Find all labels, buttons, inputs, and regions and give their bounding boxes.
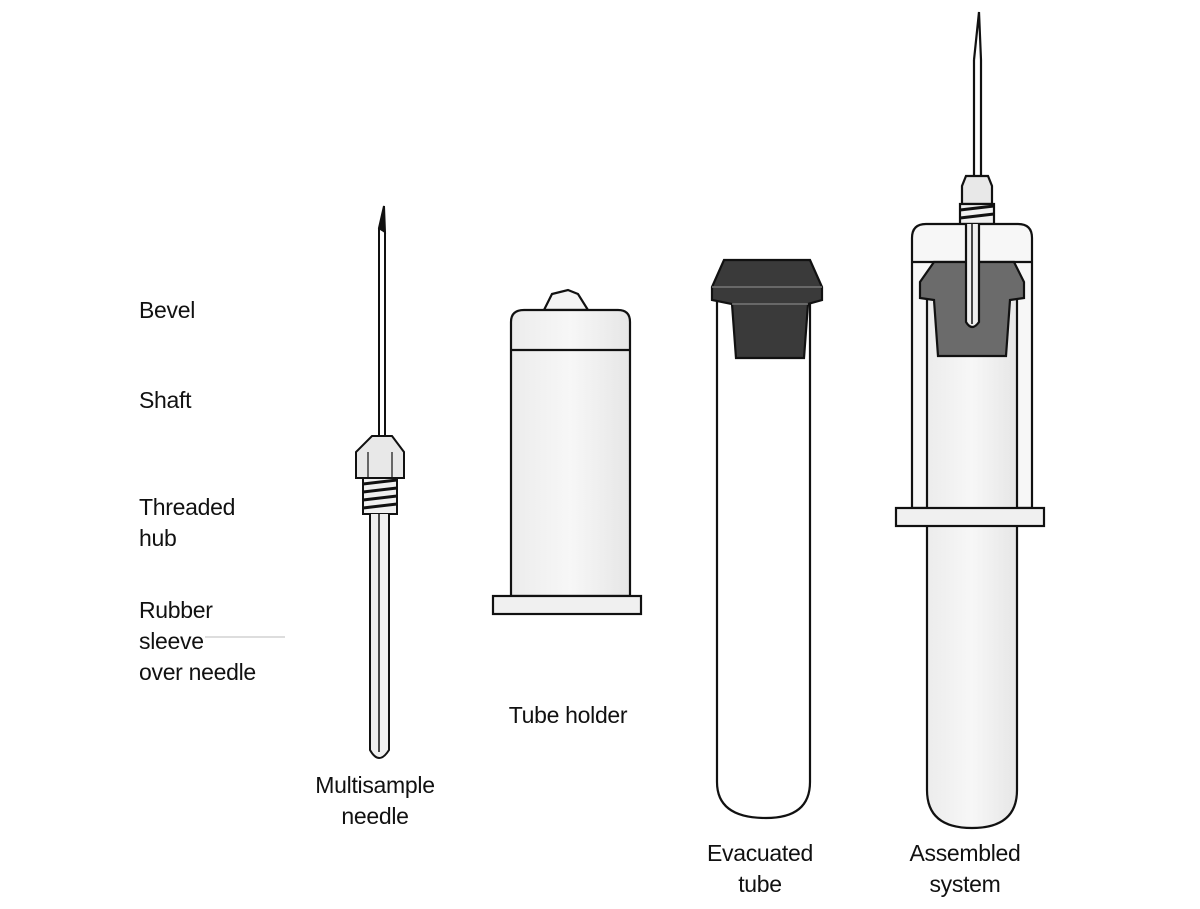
label-shaft: Shaft (139, 387, 192, 413)
caption-assembled-system: Assembled system (909, 840, 1021, 897)
tube-holder-body (509, 308, 632, 598)
needle-hub (355, 435, 405, 479)
tube-holder-drawing (491, 288, 643, 616)
label-rubber-sleeve: Rubber sleeve over needle (139, 597, 256, 685)
assembled-system-drawing (894, 11, 1046, 830)
needle-bevel (377, 205, 387, 234)
label-threaded-hub: Threaded hub (139, 494, 236, 551)
multisample-needle-drawing (355, 205, 405, 759)
evacuated-tube-stopper (710, 258, 824, 360)
evacuated-tube-drawing (710, 258, 824, 820)
tube-holder-nozzle (542, 288, 590, 312)
caption-tube-holder: Tube holder (508, 702, 628, 728)
caption-multisample-needle: Multisample needle (315, 772, 435, 829)
label-bevel: Bevel (139, 297, 196, 323)
caption-evacuated-tube: Evacuated tube (707, 840, 813, 897)
evacuated-tube-body (715, 300, 812, 820)
tube-holder-flange (491, 594, 643, 616)
